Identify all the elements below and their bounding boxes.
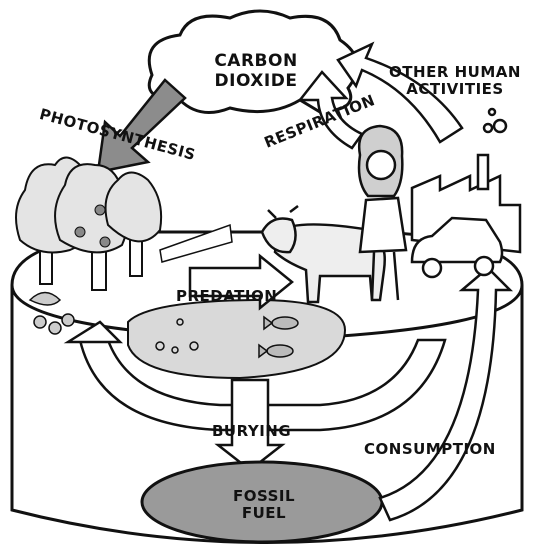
carbon-dioxide-line-2: DIOXIDE: [196, 72, 316, 92]
carbon-dioxide-label: CARBON DIOXIDE: [196, 52, 316, 91]
carbon-dioxide-line-1: CARBON: [196, 52, 316, 72]
other-human-activities-line-2: ACTIVITIES: [385, 81, 525, 98]
other-human-activities-line-1: OTHER HUMAN: [385, 64, 525, 81]
other-human-activities-label: OTHER HUMAN ACTIVITIES: [385, 64, 525, 99]
pond: [128, 300, 345, 378]
fossil-fuel-label: FOSSIL FUEL: [214, 488, 314, 523]
predation-label: PREDATION: [176, 288, 277, 305]
consumption-label: CONSUMPTION: [364, 441, 496, 458]
burying-label: BURYING: [212, 423, 291, 440]
fossil-fuel-line-2: FUEL: [214, 505, 314, 522]
fossil-fuel-line-1: FOSSIL: [214, 488, 314, 505]
